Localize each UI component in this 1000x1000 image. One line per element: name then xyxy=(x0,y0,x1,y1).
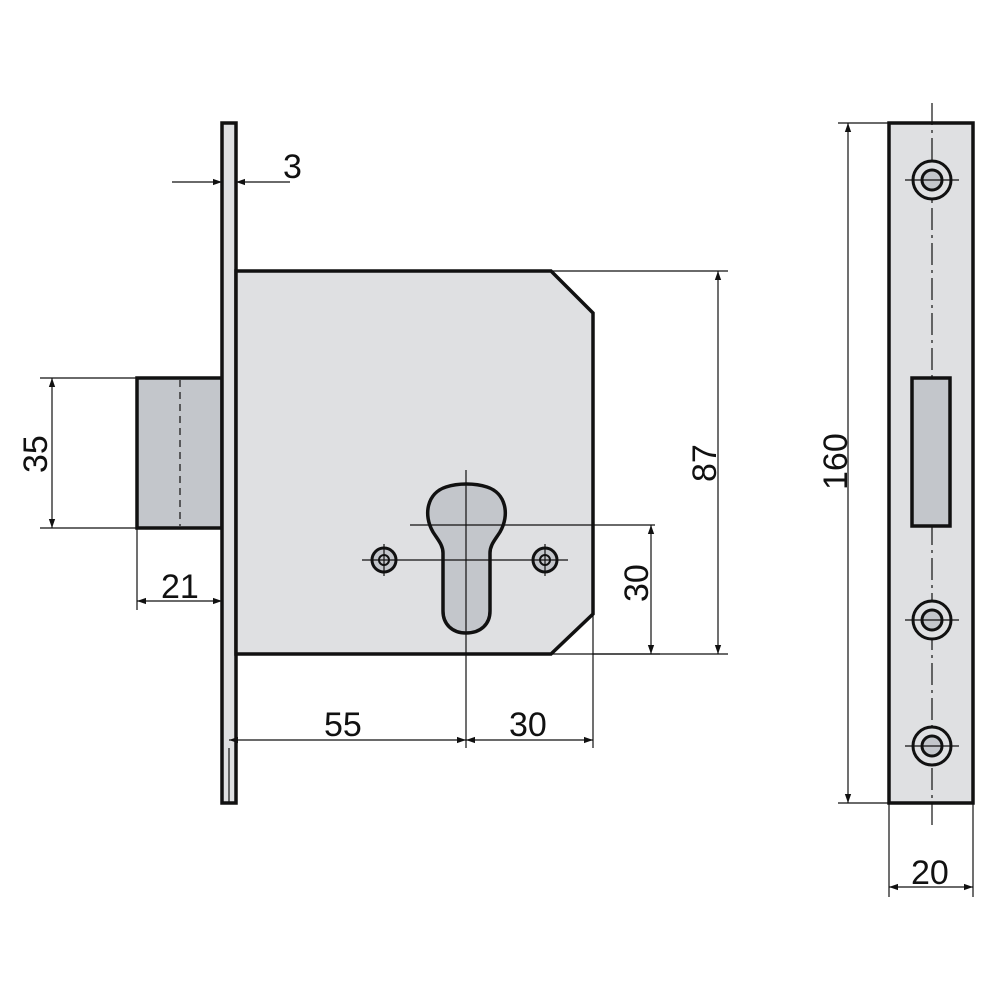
dimension-faceplate-length: 160 xyxy=(817,122,889,804)
dim-label-30-vertical: 30 xyxy=(618,564,656,602)
dim-label-160: 160 xyxy=(817,433,855,490)
dimension-backset: 55 xyxy=(228,614,594,803)
lock-case xyxy=(234,269,595,656)
dimension-faceplate-thickness: 3 xyxy=(172,148,302,186)
dimension-cylinder-offset: 30 xyxy=(593,525,660,655)
middle-screw-hole xyxy=(905,599,959,641)
dim-label-3: 3 xyxy=(283,148,302,186)
dimension-bolt-height: 35 xyxy=(17,377,137,529)
bottom-screw-hole xyxy=(905,725,959,767)
dimension-bolt-projection: 21 xyxy=(136,528,222,610)
dim-label-87: 87 xyxy=(686,444,724,482)
dimension-cylinder-to-back: 30 xyxy=(466,706,593,744)
dim-label-35: 35 xyxy=(17,435,55,473)
bolt-slot xyxy=(910,376,952,528)
dimension-case-height: 87 xyxy=(551,270,728,655)
front-view: 160 20 xyxy=(817,103,975,897)
dimension-faceplate-width: 20 xyxy=(888,803,974,897)
dim-label-30-horizontal: 30 xyxy=(509,706,547,744)
side-view: 3 35 21 87 30 xyxy=(17,121,728,805)
dim-label-20: 20 xyxy=(911,854,949,892)
dim-label-55: 55 xyxy=(324,706,362,744)
faceplate-side xyxy=(220,121,238,805)
top-screw-hole xyxy=(905,159,959,201)
dim-label-21: 21 xyxy=(161,568,199,606)
